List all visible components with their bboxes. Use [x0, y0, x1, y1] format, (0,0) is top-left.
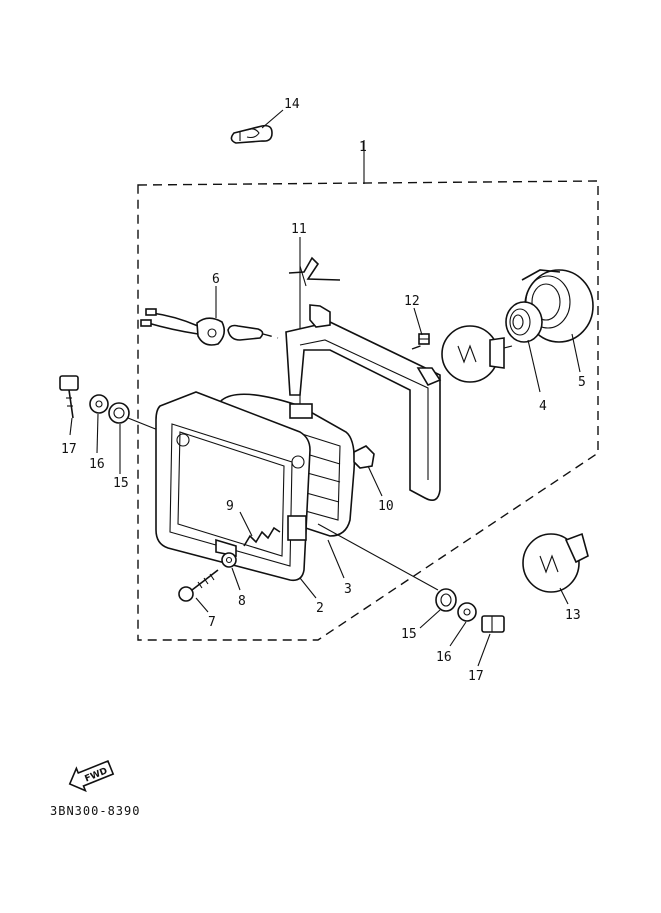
holder-4-icon [505, 301, 543, 343]
part-label-5: 5 [578, 375, 586, 390]
socket-6-icon [140, 308, 264, 346]
washer-8-icon [221, 552, 237, 568]
grommet-15-left-icon [108, 402, 130, 424]
part-label-10: 10 [378, 499, 394, 514]
leader-17-right [477, 633, 491, 667]
part-label-1: 1 [359, 140, 367, 155]
leader-5 [571, 333, 581, 373]
headlight-bracket-icon [285, 304, 442, 501]
leader-15-left-dash [127, 417, 159, 431]
leader-7 [195, 597, 209, 613]
spring-9-icon [243, 526, 281, 547]
part-label-2: 2 [316, 601, 324, 616]
leader-15-right [419, 609, 441, 629]
part-label-8: 8 [238, 594, 246, 609]
part-label-16-right: 16 [436, 650, 452, 665]
clip-11-icon [288, 256, 341, 287]
leader-13 [559, 587, 569, 605]
washer-16-right-icon [457, 602, 477, 622]
part-label-17-left: 17 [61, 442, 77, 457]
bolt-12-icon [418, 333, 430, 345]
leader-4 [527, 339, 541, 393]
part-label-4: 4 [539, 399, 547, 414]
leader-3 [327, 539, 345, 579]
bulb-13-icon [522, 532, 589, 593]
assembly-boundary [137, 180, 599, 641]
washer-16-left-icon [89, 394, 109, 414]
drawing-code: 3BN300-8390 [50, 804, 140, 818]
part-label-17-right: 17 [468, 669, 484, 684]
leader-10 [367, 465, 383, 497]
leader-16-left [96, 413, 99, 454]
part-label-7: 7 [208, 615, 216, 630]
leader-14 [261, 109, 284, 129]
part-label-15-right: 15 [401, 627, 417, 642]
part-label-3: 3 [344, 582, 352, 597]
bulb-14-icon [230, 124, 273, 144]
headlight-bulb-icon [441, 325, 513, 383]
part-label-13: 13 [565, 608, 581, 623]
grommet-15-right-icon [435, 588, 457, 612]
screw-7-icon [178, 569, 219, 602]
part-label-11: 11 [291, 222, 307, 237]
leader-6-dash [262, 333, 279, 339]
part-label-6: 6 [212, 272, 220, 287]
bolt-17-left-icon [59, 375, 79, 419]
leader-16-right [449, 621, 467, 647]
fwd-arrow-icon: FWD [68, 759, 115, 793]
leader-8 [231, 567, 241, 591]
part-label-12: 12 [404, 294, 420, 309]
nut-10-icon [353, 445, 375, 469]
leader-mount-right [317, 523, 439, 591]
part-label-15-left: 15 [113, 476, 129, 491]
leader-17-left [69, 417, 73, 436]
leader-12-dash [411, 344, 424, 350]
leader-2 [299, 577, 317, 599]
part-label-9: 9 [226, 499, 234, 514]
leader-9 [239, 511, 253, 537]
part-label-16-left: 16 [89, 457, 105, 472]
bolt-17-right-icon [481, 615, 505, 633]
part-label-14: 14 [284, 97, 300, 112]
leader-12 [413, 307, 423, 336]
